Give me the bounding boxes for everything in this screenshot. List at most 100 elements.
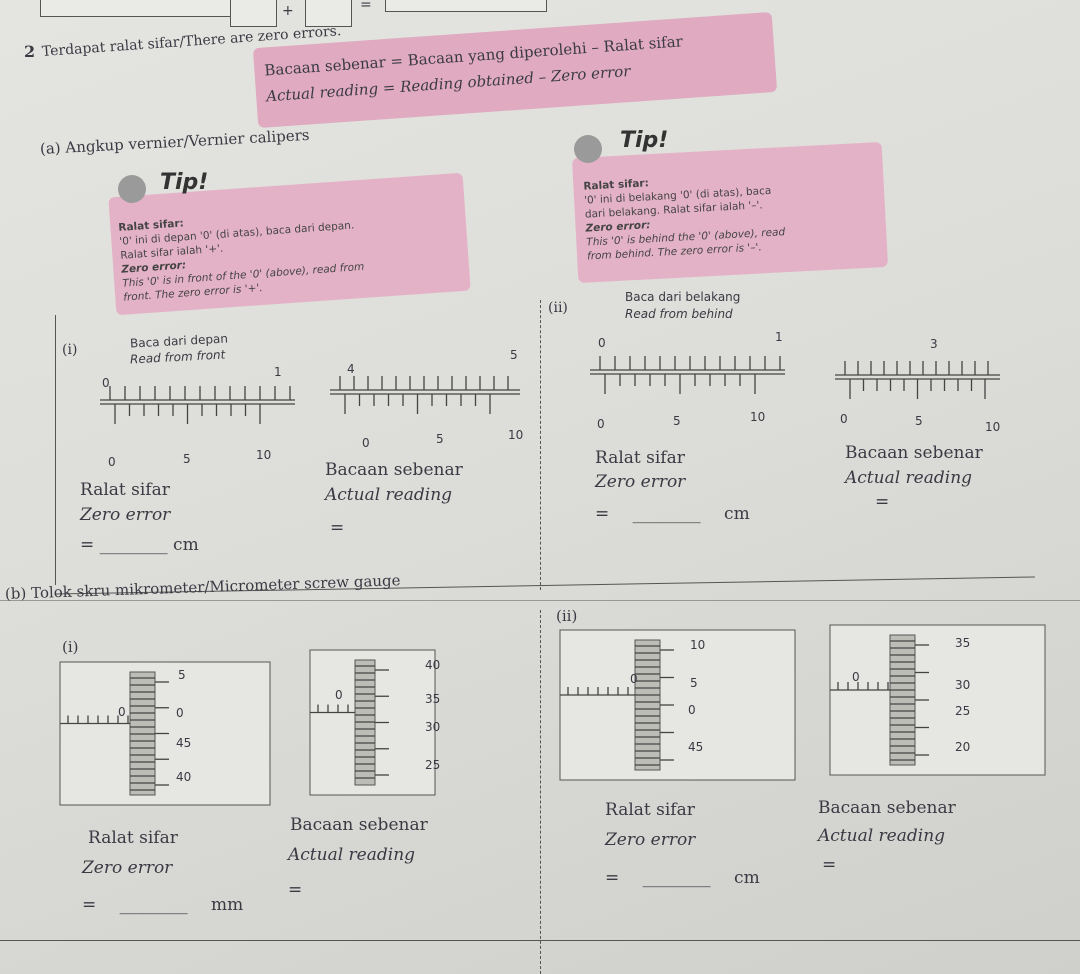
zero-error-answer-field[interactable]: = ________ mm [82,895,244,915]
micrometer-reading [309,649,436,796]
actual-reading-label-en: Actual reading [845,468,973,488]
item-label: (ii) [556,607,578,625]
item-label: (i) [62,638,79,656]
zero-error-label-en: Zero error [80,505,171,525]
tip-heading: Tip! [160,170,209,195]
micrometer-zero-error [559,629,796,781]
tick-label: 0 [118,705,126,719]
actual-reading-answer-field[interactable]: = [875,492,890,512]
divider [55,315,56,585]
tick-label: 4 [347,362,355,376]
divider [0,940,1080,941]
tip-box-behind: Ralat sifar: '0' ini di belakang '0' (di… [571,141,889,284]
tick-label: 0 [840,412,848,426]
tick-label: 10 [750,410,766,424]
tick-label: 25 [425,758,441,772]
zero-error-label: Ralat sifar [595,448,685,468]
equals-sign: = [360,0,372,13]
part-a-title: (a) Angkup vernier/Vernier calipers [39,125,310,158]
actual-reading-answer-field[interactable]: = [330,518,345,538]
actual-reading-label: Bacaan sebenar [818,798,956,818]
zero-error-label-en: Zero error [595,472,686,492]
tick-label: 0 [630,672,638,686]
micrometer-frame [559,629,796,781]
tick-label: 45 [176,736,192,750]
zero-error-label-en: Zero error [82,858,173,878]
vernier-scale-reading [835,361,1000,399]
zero-error-answer-field[interactable]: = ________ cm [80,535,199,555]
micrometer-zero-error [59,661,271,806]
tick-label: 0 [852,670,860,684]
zero-error-answer-field[interactable]: = ________ cm [605,868,760,888]
divider [0,600,1080,601]
answer-box [40,0,232,17]
tick-label: 0 [108,455,116,469]
tick-label: 5 [183,452,191,466]
tick-label: 20 [955,740,971,754]
actual-reading-label-en: Actual reading [818,826,946,846]
thimble [634,639,661,771]
actual-reading-label: Bacaan sebenar [845,443,983,463]
actual-reading-label: Bacaan sebenar [290,815,428,835]
tick-label: 35 [425,692,441,706]
tick-label: 5 [510,348,518,362]
tick-label: 10 [508,428,524,442]
micrometer-frame [829,624,1046,776]
tick-label: 0 [335,688,343,702]
lightbulb-icon [574,135,602,163]
actual-reading-answer-field[interactable]: = [822,855,837,875]
zero-error-label-en: Zero error [605,830,696,850]
answer-box [230,0,277,27]
question-number: 2 [24,42,36,61]
micrometer-reading [829,624,1046,776]
part-b-title: (b) Tolok skru mikrometer/Micrometer scr… [4,571,401,603]
tick-label: 5 [915,414,923,428]
tick-label: 45 [688,740,704,754]
zero-error-answer-field[interactable]: = ________ cm [595,504,750,524]
tick-label: 30 [955,678,971,692]
tick-label: 0 [362,436,370,450]
plus-sign: + [282,3,294,19]
direction-text: Baca dari belakang [625,290,741,304]
zero-error-label: Ralat sifar [605,800,695,820]
vernier-scale-zero-error [590,356,785,394]
vernier-scale-zero-error [100,386,295,424]
tick-label: 0 [688,703,696,717]
tip-heading: Tip! [620,128,669,153]
actual-reading-label-en: Actual reading [288,845,416,865]
tick-label: 0 [597,417,605,431]
actual-reading-answer-field[interactable]: = [288,880,303,900]
thimble [889,634,916,766]
actual-reading-label: Bacaan sebenar [325,460,463,480]
tick-label: 5 [178,668,186,682]
tick-label: 40 [425,658,441,672]
tick-label: 5 [673,414,681,428]
item-label: (ii) [548,300,568,316]
tick-label: 5 [690,676,698,690]
tick-label: 0 [598,336,606,350]
divider [540,300,541,590]
actual-reading-label-en: Actual reading [325,485,453,505]
tick-label: 0 [102,376,110,390]
tick-label: 5 [436,432,444,446]
answer-box [385,0,547,12]
tick-label: 30 [425,720,441,734]
tick-label: 10 [690,638,706,652]
divider [540,610,541,974]
vernier-scale-reading [330,376,520,414]
tick-label: 35 [955,636,971,650]
tick-label: 0 [176,706,184,720]
tick-label: 10 [256,448,272,462]
lightbulb-icon [118,175,146,203]
tick-label: 1 [775,330,783,344]
item-label: (i) [62,342,78,358]
tick-label: 40 [176,770,192,784]
answer-box [305,0,352,27]
zero-error-label: Ralat sifar [88,828,178,848]
tick-label: 1 [274,365,282,379]
tick-label: 3 [930,337,938,351]
zero-error-label: Ralat sifar [80,480,170,500]
direction-text-en: Read from behind [625,307,733,321]
tick-label: 25 [955,704,971,718]
